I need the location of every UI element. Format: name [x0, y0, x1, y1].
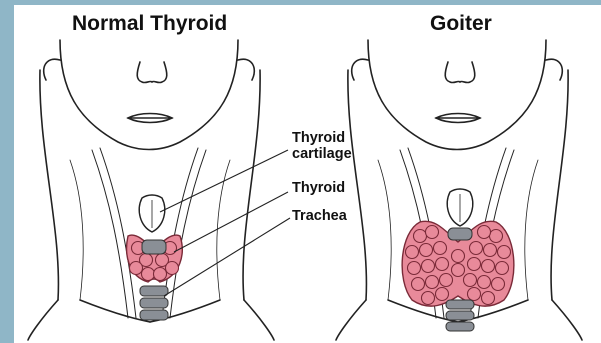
normal-thyroid-title: Normal Thyroid [72, 12, 227, 36]
goiter-face-features [436, 62, 480, 123]
normal-face-features [128, 62, 172, 123]
label-thyroid-cartilage-line2: cartilage [292, 146, 352, 162]
label-thyroid-cartilage-line1: Thyroid [292, 130, 345, 146]
leader-thyroid [174, 192, 288, 252]
leader-trachea [164, 218, 290, 296]
label-thyroid: Thyroid [292, 180, 345, 196]
normal-thyroid-cartilage [139, 195, 165, 232]
leader-lines [160, 150, 290, 296]
label-trachea: Trachea [292, 208, 347, 224]
goiter-thyroid-cartilage [447, 189, 473, 226]
goiter-title: Goiter [430, 12, 492, 36]
